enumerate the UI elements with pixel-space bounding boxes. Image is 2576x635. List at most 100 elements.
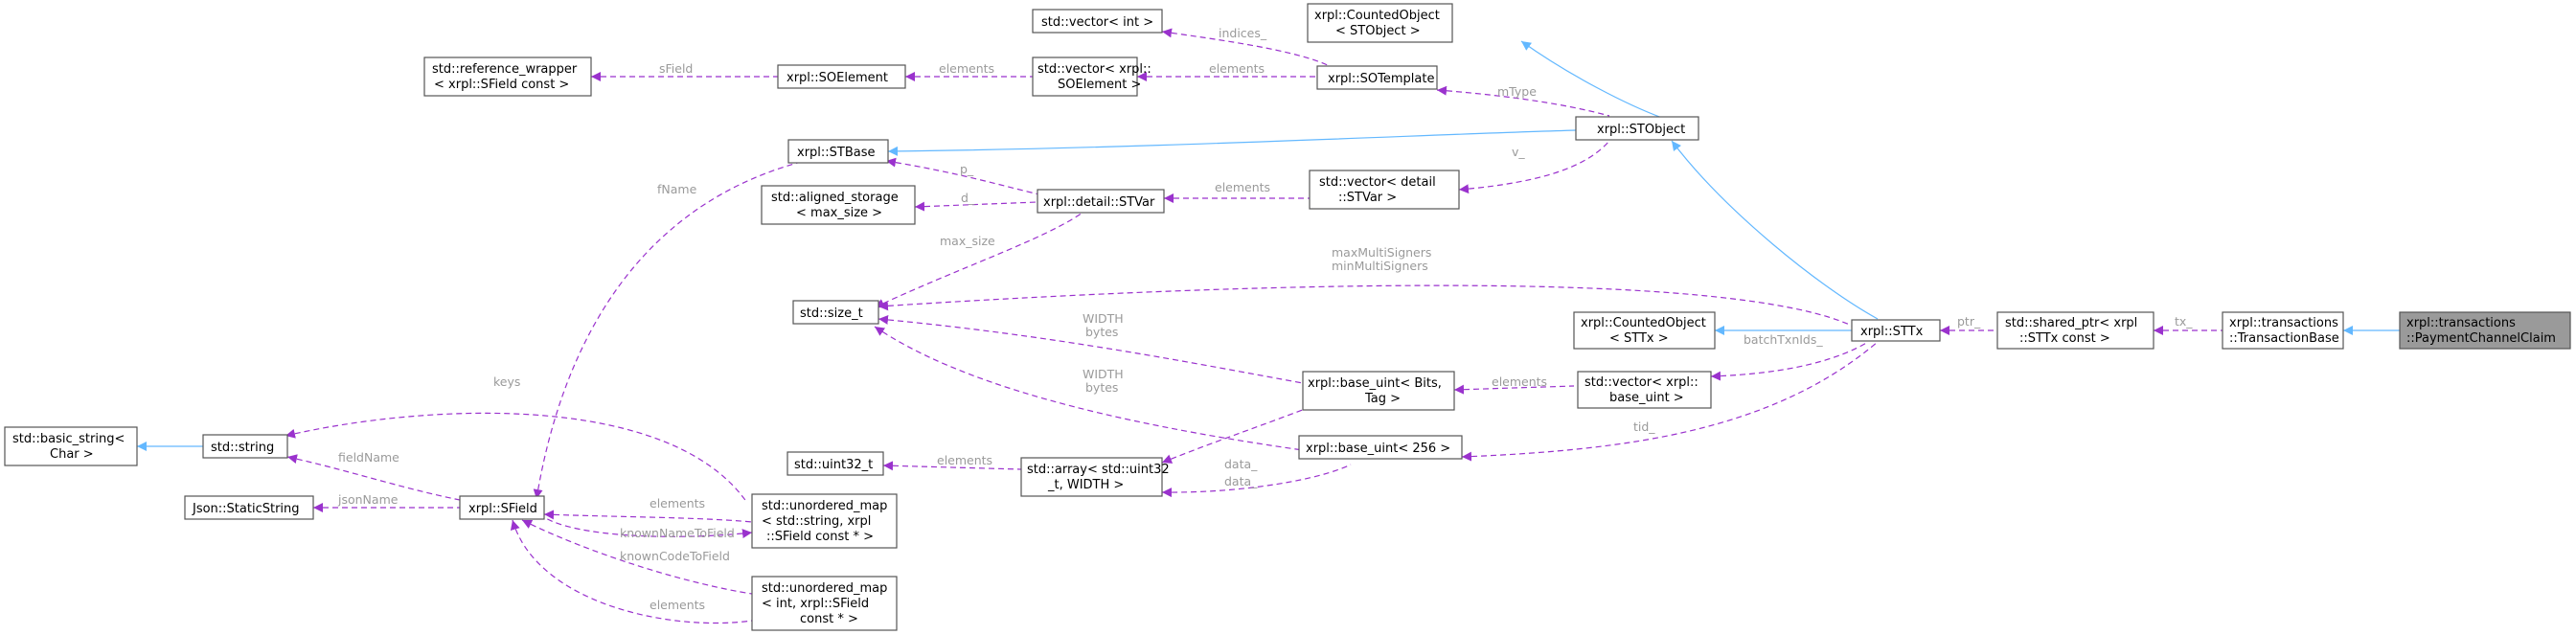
node-line: xrpl::detail::STVar	[1043, 195, 1155, 210]
edge-elements-vector-base-uint	[1453, 384, 1575, 395]
node-line: < std::string, xrpl	[762, 514, 871, 529]
node-box	[2222, 311, 2344, 350]
node-box	[761, 185, 916, 225]
node-box	[1298, 435, 1463, 460]
node-basic-string[interactable]: std::basic_string< Char >	[4, 426, 138, 466]
edge-label-fieldname: fieldName	[338, 450, 399, 465]
node-box	[1032, 57, 1138, 97]
node-json-static-string[interactable]: Json::StaticString	[184, 495, 314, 520]
node-shared-ptr-sttx[interactable]: std::shared_ptr< xrpl ::STTx const >	[1996, 311, 2154, 350]
node-line: std::uint32_t	[794, 458, 873, 472]
edge-label-sfield: sField	[659, 61, 693, 76]
node-string[interactable]: std::string	[202, 434, 288, 459]
node-array-uint32[interactable]: std::array< std::uint32 _t, WIDTH >	[1020, 457, 1170, 497]
node-base-uint-bits[interactable]: xrpl::base_uint< Bits, Tag >	[1302, 371, 1455, 411]
node-sotemplate[interactable]: xrpl::SOTemplate	[1316, 65, 1438, 90]
node-line: < STTx >	[1609, 331, 1669, 346]
edge-label-ptr: ptr_	[1957, 314, 1981, 329]
node-line: xrpl::STBase	[797, 146, 876, 160]
node-line: const * >	[800, 612, 858, 626]
node-paymentchannelclaim[interactable]: xrpl::transactions ::PaymentChannelClaim	[2399, 311, 2571, 350]
node-sttx[interactable]: xrpl::STTx	[1851, 319, 1941, 342]
node-uint32[interactable]: std::uint32_t	[786, 451, 884, 476]
edge-elements-uint32	[882, 461, 1022, 471]
node-line: < STObject >	[1335, 24, 1421, 38]
node-line: xrpl::STTx	[1860, 325, 1924, 339]
node-box	[786, 451, 884, 476]
node-soelement[interactable]: xrpl::SOElement	[777, 64, 906, 89]
node-aligned-storage[interactable]: std::aligned_storage < max_size >	[761, 185, 916, 225]
edge-label-bytes-2: bytes	[1085, 380, 1118, 395]
node-vector-int[interactable]: std::vector< int >	[1032, 9, 1163, 34]
node-box	[4, 426, 138, 466]
node-box	[1575, 116, 1699, 141]
node-vector-stvar[interactable]: std::vector< detail ::STVar >	[1309, 170, 1460, 210]
node-line: xrpl::STObject	[1597, 123, 1685, 137]
edge-fieldname	[286, 454, 461, 501]
edge-width-bytes-1	[878, 314, 1304, 384]
node-stvar[interactable]: xrpl::detail::STVar	[1037, 189, 1165, 214]
node-stbase[interactable]: xrpl::STBase	[787, 139, 889, 164]
node-box	[792, 300, 879, 325]
node-line: std::reference_wrapper	[432, 62, 578, 77]
node-line: std::unordered_map	[762, 499, 887, 513]
node-line: xrpl::base_uint< Bits,	[1308, 376, 1442, 391]
edge-p	[885, 157, 1040, 195]
node-line: ::PaymentChannelClaim	[2406, 331, 2556, 346]
node-box	[1307, 3, 1453, 43]
node-line: std::basic_string<	[12, 432, 125, 446]
node-countedobject-stobject[interactable]: xrpl::CountedObject < STObject >	[1307, 3, 1453, 43]
node-reference-wrapper[interactable]: std::reference_wrapper < xrpl::SField co…	[423, 57, 592, 97]
node-line: std::vector< detail	[1319, 175, 1436, 190]
node-line: std::vector< int >	[1041, 15, 1153, 30]
edge-label-fname: fName	[657, 182, 697, 196]
node-line: SOElement >	[1058, 78, 1141, 92]
edge-d	[914, 201, 1038, 212]
edge-countedobject-stobject-to-stobject	[1520, 40, 1663, 119]
edge-mtype	[1436, 85, 1610, 117]
node-vector-base-uint[interactable]: std::vector< xrpl:: base_uint >	[1577, 371, 1712, 409]
node-sfield[interactable]: xrpl::SField	[459, 495, 545, 520]
node-base-uint-256[interactable]: xrpl::base_uint< 256 >	[1298, 435, 1463, 460]
node-size-t[interactable]: std::size_t	[792, 300, 879, 325]
node-line: xrpl::CountedObject	[1314, 9, 1440, 23]
edge-label-data-2: data_	[1224, 474, 1258, 488]
node-line: ::STVar >	[1338, 191, 1397, 205]
node-unordered-map-int[interactable]: std::unordered_map < int, xrpl::SField c…	[751, 576, 898, 631]
node-stobject[interactable]: xrpl::STObject	[1575, 116, 1699, 141]
edge-label-keys: keys	[493, 374, 520, 389]
node-box	[1577, 371, 1712, 409]
edge-label-minmultisigners: minMultiSigners	[1332, 259, 1428, 273]
node-line: base_uint >	[1609, 391, 1684, 405]
edge-width-bytes-2	[874, 326, 1304, 451]
node-box	[202, 434, 288, 459]
node-box	[751, 576, 898, 631]
edge-label-elements-uint32: elements	[937, 453, 992, 467]
edge-label-width-bytes-1: WIDTH bytes	[1083, 311, 1128, 339]
edge-knowncodetofield	[521, 519, 753, 595]
edge-label-v: v_	[1512, 145, 1525, 159]
diagram-nodes: xrpl::transactions ::PaymentChannelClaim…	[4, 3, 2571, 631]
node-box	[423, 57, 592, 97]
node-transactionbase[interactable]: xrpl::transactions ::TransactionBase	[2222, 311, 2344, 350]
node-box	[184, 495, 314, 520]
node-line: Tag >	[1364, 392, 1401, 406]
edge-label-max-size: max_size	[940, 234, 995, 248]
edge-label-elements-vector-base-uint: elements	[1492, 374, 1547, 389]
node-box	[1020, 457, 1163, 497]
node-line: std::vector< xrpl::	[1584, 375, 1698, 390]
edge-label-jsonname: jsonName	[337, 492, 399, 507]
node-line: Json::StaticString	[192, 502, 300, 516]
node-line: < max_size >	[796, 206, 882, 220]
node-line: std::shared_ptr< xrpl	[2005, 316, 2137, 330]
edge-stobject-to-sttx	[1671, 140, 1879, 320]
node-unordered-map-string[interactable]: std::unordered_map < std::string, xrpl :…	[751, 493, 898, 549]
node-box	[1032, 9, 1163, 34]
node-line: < xrpl::SField const >	[434, 78, 569, 92]
edge-label-bytes-1: bytes	[1085, 325, 1118, 339]
node-box	[1037, 189, 1165, 214]
node-vector-soelement[interactable]: std::vector< xrpl:: SOElement >	[1032, 57, 1151, 97]
node-countedobject-sttx[interactable]: xrpl::CountedObject < STTx >	[1573, 311, 1716, 350]
node-box	[1573, 311, 1716, 350]
node-line: xrpl::base_uint< 256 >	[1306, 442, 1450, 456]
